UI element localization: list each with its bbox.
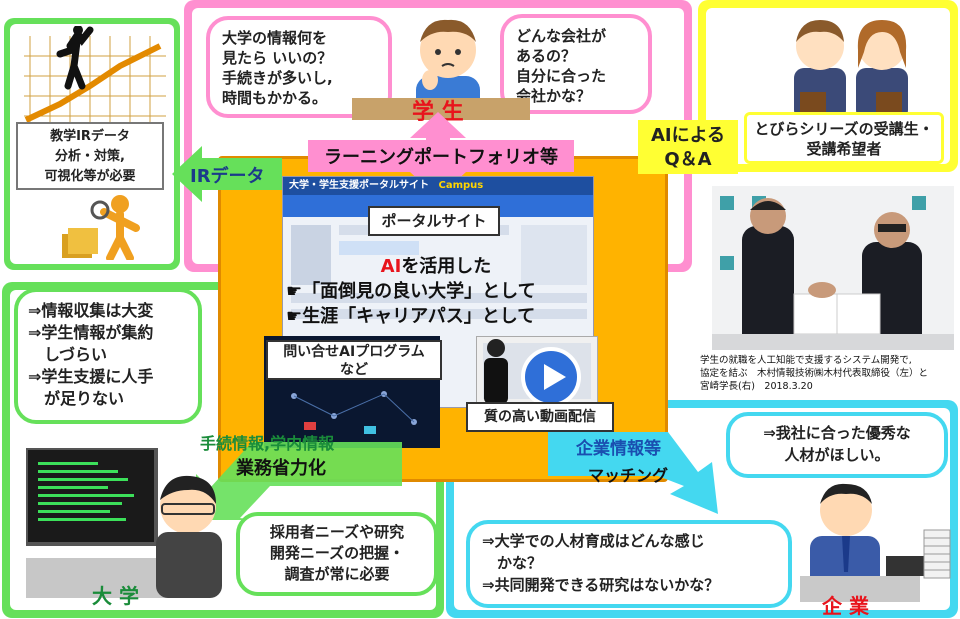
ir-data-arrow xyxy=(172,146,282,202)
ai-line1-rest: を活用した xyxy=(401,256,492,277)
efficiency-label-2: 業務省力化 xyxy=(236,458,326,479)
inquiry-label: 問い合せAIプログラム など xyxy=(266,340,442,380)
portal-header-title: 大学・学生支援ポータルサイト xyxy=(289,180,429,191)
ir-growth-illustration xyxy=(24,26,166,123)
ai-text-block: AIを活用した ☛「面倒見の良い大学」として ☛生涯「キャリアパス」として xyxy=(286,254,586,329)
portal-header-campus: Campus xyxy=(438,180,484,191)
learning-portfolio-banner: ラーニングポートフォリオ等 xyxy=(308,140,574,172)
ai-line2: ☛「面倒見の良い大学」として xyxy=(286,281,536,302)
university-problems-bubble: ⇒情報収集は大変 ⇒学生情報が集約 しづらい ⇒学生支援に人手 が足りない xyxy=(14,288,202,424)
photo-caption: 学生の就職を人工知能で支援するシステム開発で, 協定を結ぶ 木村情報技術㈱木村代… xyxy=(700,355,929,392)
university-label: 大 学 xyxy=(92,584,139,608)
company-label: 企 業 xyxy=(822,594,869,618)
efficiency-label-1: 手続情報,学内情報 xyxy=(200,434,335,453)
matching-label-2: マッチング xyxy=(588,466,669,485)
company-questions-bubble: ⇒大学での人材育成はどんな感じ かな？ ⇒共同開発できる研究はないかな？ xyxy=(466,520,792,608)
student-question-bubble-right: どんな会社が あるの？ 自分に合った 会社かな？ xyxy=(500,14,652,114)
company-want-bubble: ⇒我社に合った優秀な 人材がほしい。 xyxy=(726,412,948,478)
matching-label-1: 企業情報等 xyxy=(576,439,661,459)
portal-site-label: ポータルサイト xyxy=(368,206,500,236)
student-label-band xyxy=(352,98,530,120)
efficiency-arrow xyxy=(196,442,402,520)
ai-qa-label: AIによる Q＆A xyxy=(638,120,738,174)
applicants-illustration xyxy=(794,20,908,120)
ir-data-box: 教学IRデータ 分析・対策, 可視化等が必要 xyxy=(16,122,164,190)
ai-word: AI xyxy=(380,256,402,277)
signing-photo xyxy=(712,186,954,350)
video-label: 質の高い動画配信 xyxy=(466,402,614,432)
video-play-button[interactable] xyxy=(520,346,582,408)
ai-line3: ☛生涯「キャリアパス」として xyxy=(286,306,536,327)
applicants-bubble: とびらシリーズの受講生・ 受講希望者 xyxy=(744,112,944,164)
company-person-illustration xyxy=(800,483,951,602)
matching-arrow xyxy=(548,432,718,514)
ir-analysis-illustration xyxy=(62,195,140,260)
university-staff-illustration xyxy=(26,448,222,598)
ir-data-label: IRデータ xyxy=(190,166,265,187)
presenter-icon xyxy=(484,339,508,404)
university-needs-bubble: 採用者ニーズや研究 開発ニーズの把握・ 調査が常に必要 xyxy=(236,512,438,596)
